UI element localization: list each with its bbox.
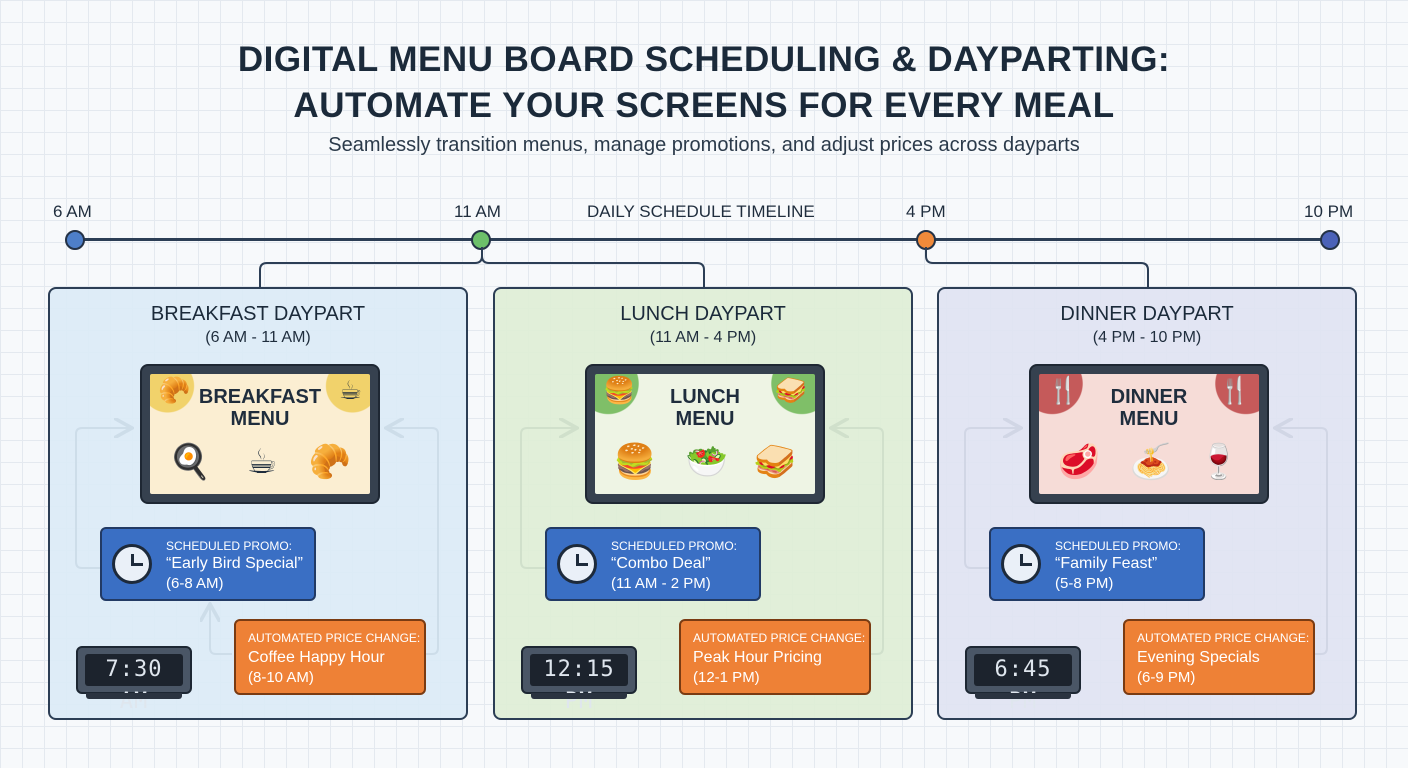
digital-clock-icon: 7:30 AM <box>76 646 192 714</box>
fried-eggs-icon: 🍳 <box>168 442 212 482</box>
price-time: (12-1 PM) <box>693 669 760 686</box>
croissant-icon: 🥐 <box>158 376 191 406</box>
timeline-mark-10pm: 10 PM <box>1304 202 1354 221</box>
burger-icon: 🍔 <box>603 376 636 406</box>
panel-hours: (4 PM - 10 PM) <box>1092 329 1202 346</box>
scheduled-promo-card: SCHEDULED PROMO: “Family Feast” (5-8 PM) <box>989 527 1205 601</box>
timeline-mark-6am: 6 AM <box>53 202 92 221</box>
digital-clock-icon: 12:15 PM <box>521 646 637 714</box>
price-time: (6-9 PM) <box>1137 669 1196 686</box>
clock-time: 12:15 PM <box>530 654 628 714</box>
scheduled-promo-card: SCHEDULED PROMO: “Early Bird Special” (6… <box>100 527 316 601</box>
promo-name: “Combo Deal” <box>611 555 711 572</box>
panel-title: BREAKFAST DAYPART <box>150 303 366 325</box>
page-title-line2: AUTOMATE YOUR SCREENS FOR EVERY MEAL <box>293 86 1115 125</box>
page-subtitle: Seamlessly transition menus, manage prom… <box>328 134 1080 156</box>
promo-time: (11 AM - 2 PM) <box>611 575 711 592</box>
menu-title-line2: MENU <box>230 408 290 430</box>
promo-label: SCHEDULED PROMO: <box>166 539 293 553</box>
timeline-mark-4pm: 4 PM <box>906 202 946 221</box>
knife-fork-icon: 🍴 <box>1047 376 1080 406</box>
breakfast-menu-screen: 🥐 ☕ BREAKFAST MENU 🍳 ☕ 🥐 <box>140 364 380 504</box>
digital-clock-icon: 6:45 PM <box>965 646 1081 714</box>
timeline-mark-11am: 11 AM <box>454 202 501 221</box>
dinner-menu-screen: 🍴 🍴 DINNER MENU 🥩 🍝 🍷 <box>1029 364 1269 504</box>
burger-icon: 🍔 <box>613 442 657 482</box>
timeline-line <box>76 238 1330 241</box>
timeline-dot-6am <box>65 230 85 250</box>
panel-hours: (6 AM - 11 AM) <box>205 329 311 346</box>
coffee-cup-icon: ☕ <box>246 442 278 482</box>
scheduled-promo-card: SCHEDULED PROMO: “Combo Deal” (11 AM - 2… <box>545 527 761 601</box>
coffee-icon: ☕ <box>338 376 362 406</box>
promo-name: “Early Bird Special” <box>166 555 303 572</box>
price-label: AUTOMATED PRICE CHANGE: <box>693 631 866 645</box>
breakfast-daypart-panel: BREAKFAST DAYPART (6 AM - 11 AM) 🥐 ☕ BRE… <box>48 287 468 720</box>
price-name: Evening Specials <box>1137 649 1260 666</box>
lunch-menu-screen: 🍔 🥪 LUNCH MENU 🍔 🥗 🥪 <box>585 364 825 504</box>
panel-hours: (11 AM - 4 PM) <box>649 329 757 346</box>
price-change-card: AUTOMATED PRICE CHANGE: Coffee Happy Hou… <box>234 619 426 695</box>
clock-time: 7:30 AM <box>85 654 183 714</box>
menu-title-line2: MENU <box>675 408 735 430</box>
menu-title-line1: LUNCH <box>670 386 740 408</box>
fork-knife-icon: 🍴 <box>1218 376 1251 406</box>
clock-icon <box>557 544 597 584</box>
price-label: AUTOMATED PRICE CHANGE: <box>248 631 421 645</box>
price-label: AUTOMATED PRICE CHANGE: <box>1137 631 1310 645</box>
price-name: Peak Hour Pricing <box>693 649 822 666</box>
timeline-label: DAILY SCHEDULE TIMELINE <box>587 202 815 221</box>
timeline-dot-4pm <box>916 230 936 250</box>
sandwich-icon: 🥪 <box>753 442 797 482</box>
panel-title: LUNCH DAYPART <box>620 303 786 325</box>
pastries-icon: 🥐 <box>308 442 352 482</box>
panel-title: DINNER DAYPART <box>1060 303 1234 325</box>
price-time: (8-10 AM) <box>248 669 314 686</box>
salad-icon: 🥗 <box>685 442 729 482</box>
pasta-icon: 🍝 <box>1129 442 1173 482</box>
page-title-line1: DIGITAL MENU BOARD SCHEDULING & DAYPARTI… <box>237 40 1171 79</box>
price-change-card: AUTOMATED PRICE CHANGE: Evening Specials… <box>1123 619 1315 695</box>
price-name: Coffee Happy Hour <box>248 649 385 666</box>
promo-time: (6-8 AM) <box>166 575 224 592</box>
steak-icon: 🥩 <box>1057 442 1101 482</box>
wine-icon: 🍷 <box>1197 442 1241 482</box>
sandwich-icon: 🥪 <box>774 376 807 406</box>
clock-icon <box>1001 544 1041 584</box>
timeline-dot-11am <box>471 230 491 250</box>
clock-icon <box>112 544 152 584</box>
menu-title-line2: MENU <box>1119 408 1179 430</box>
promo-label: SCHEDULED PROMO: <box>611 539 738 553</box>
menu-title-line1: DINNER <box>1110 386 1188 408</box>
lunch-daypart-panel: LUNCH DAYPART (11 AM - 4 PM) 🍔 🥪 LUNCH M… <box>493 287 913 720</box>
timeline-dot-10pm <box>1320 230 1340 250</box>
menu-title-line1: BREAKFAST <box>198 386 322 408</box>
promo-time: (5-8 PM) <box>1055 575 1114 592</box>
promo-label: SCHEDULED PROMO: <box>1055 539 1182 553</box>
dinner-daypart-panel: DINNER DAYPART (4 PM - 10 PM) 🍴 🍴 DINNER… <box>937 287 1357 720</box>
promo-name: “Family Feast” <box>1055 555 1158 572</box>
clock-time: 6:45 PM <box>974 654 1072 714</box>
price-change-card: AUTOMATED PRICE CHANGE: Peak Hour Pricin… <box>679 619 871 695</box>
